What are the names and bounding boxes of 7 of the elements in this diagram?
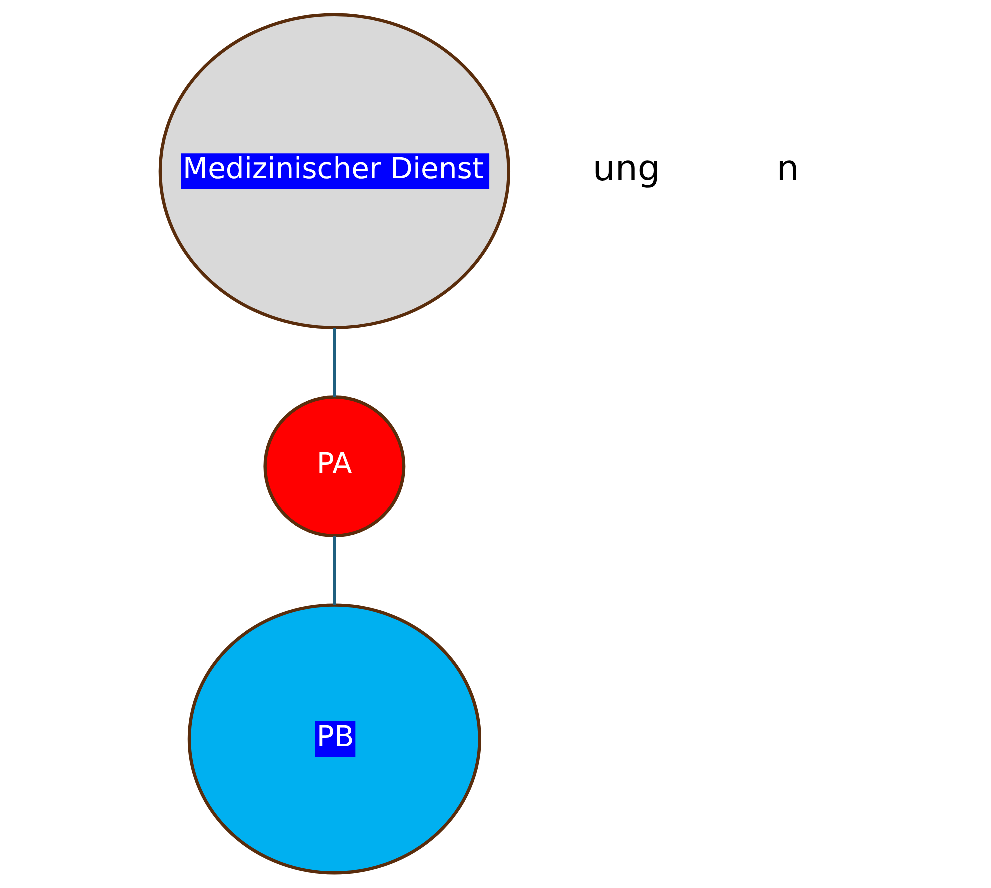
label: ung — [592, 148, 660, 190]
connector — [332, 328, 336, 398]
connector — [332, 536, 336, 606]
label: n — [776, 148, 799, 190]
node-circle: PB — [187, 604, 481, 875]
node-circle: PA — [263, 396, 406, 538]
node-ellipse: Medizinischer Dienst — [158, 13, 510, 330]
